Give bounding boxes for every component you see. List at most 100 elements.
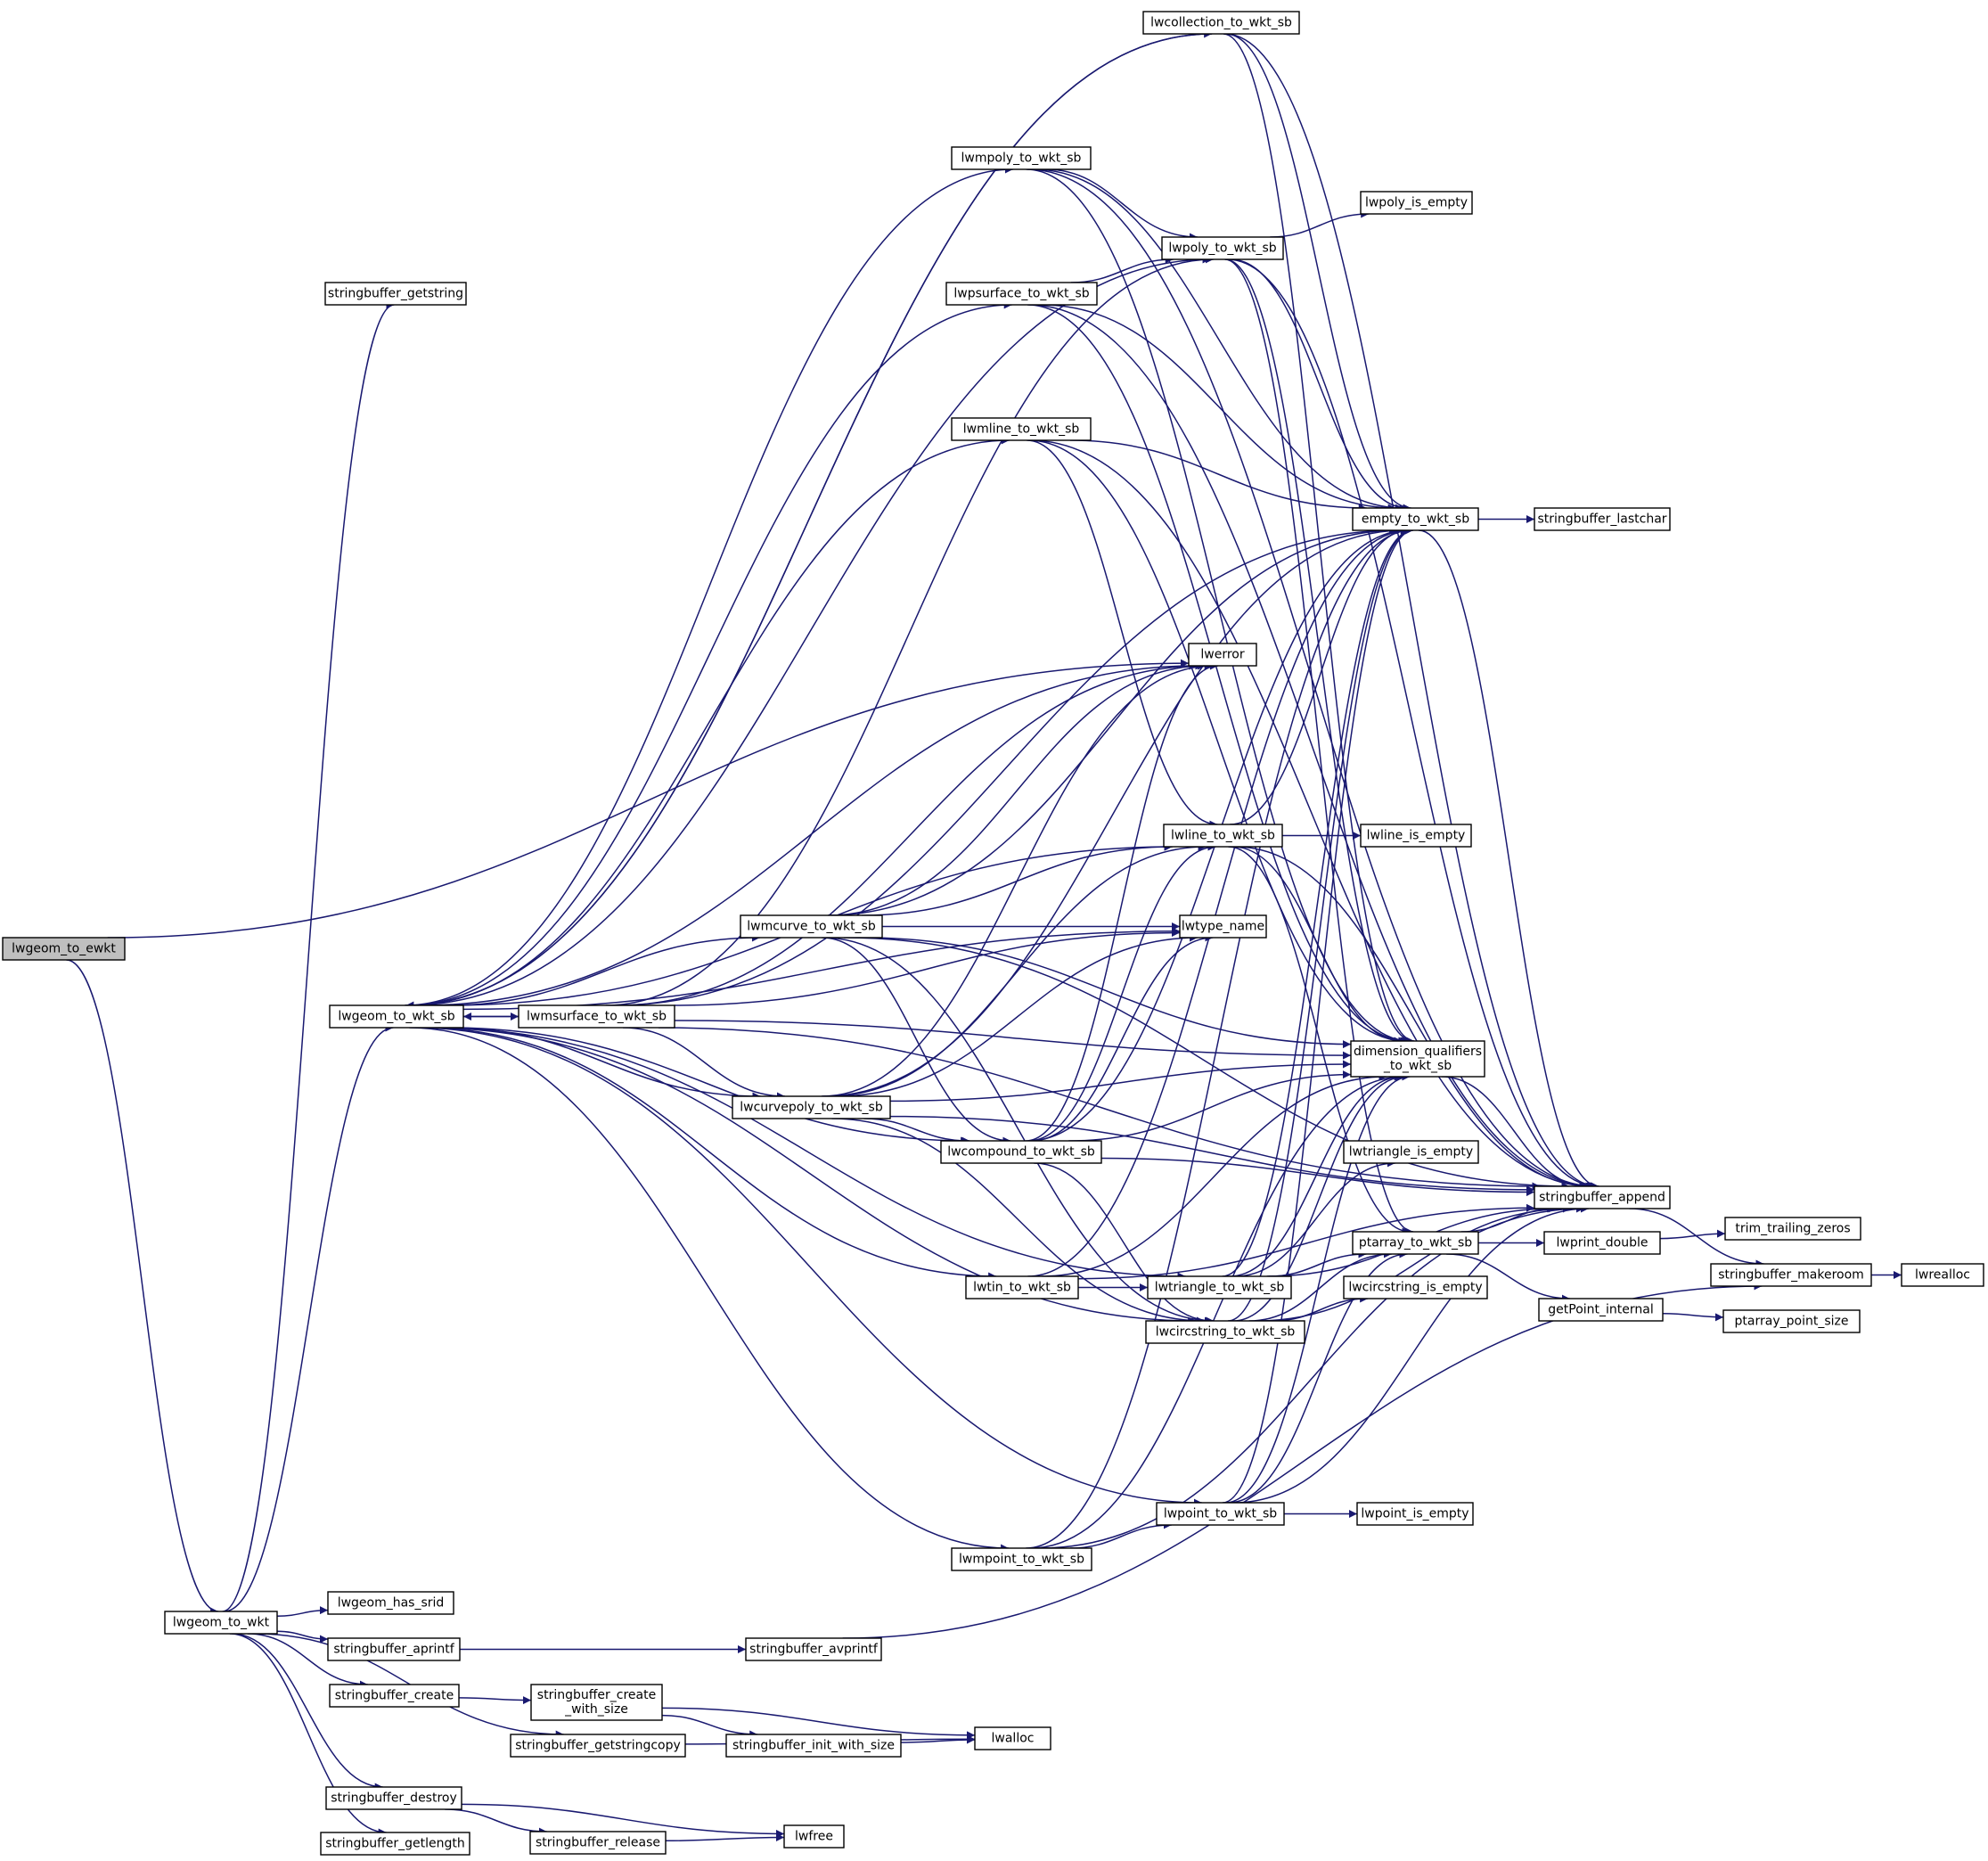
node-stringbuffer_getstringcopy[interactable]: stringbuffer_getstringcopy	[510, 1734, 686, 1758]
node-box	[530, 1684, 663, 1721]
edge-lwcompound_to_wkt_sb-to-lwerror	[1026, 661, 1218, 1142]
edge-lwline_to_wkt_sb-to-ptarray_to_wkt_sb	[1228, 846, 1411, 1236]
node-layer: lwgeom_to_ewkt lwgeom_to_wkt stringbuffer_…	[2, 11, 1984, 1856]
edge-lwpoly_to_wkt_sb-to-ptarray_to_wkt_sb	[1224, 258, 1414, 1236]
node-stringbuffer_aprintf[interactable]: stringbuffer_aprintf	[327, 1637, 461, 1661]
node-lwprint_double[interactable]: lwprint_double	[1543, 1231, 1661, 1255]
edge-lwmcurve_to_wkt_sb-to-lwerror	[828, 661, 1207, 916]
node-label: lwfree	[795, 1830, 833, 1844]
node-lwpoly_is_empty[interactable]: lwpoly_is_empty	[1360, 191, 1473, 215]
node-lwalloc[interactable]: lwalloc	[974, 1726, 1051, 1750]
node-lwmcurve_to_wkt_sb[interactable]: lwmcurve_to_wkt_sb	[740, 914, 883, 939]
edge-lwtin_to_wkt_sb-to-empty_to_wkt_sb	[1027, 526, 1411, 1277]
node-label: lwmpoly_to_wkt_sb	[961, 152, 1082, 166]
node-lwmline_to_wkt_sb[interactable]: lwmline_to_wkt_sb	[951, 417, 1092, 441]
edge-lwpoly_to_wkt_sb-to-lwpoly_is_empty	[1270, 209, 1370, 238]
node-stringbuffer_makeroom[interactable]: stringbuffer_makeroom	[1710, 1263, 1872, 1287]
edge-lwcurvepoly_to_wkt_sb-to-dimension_qualifiers_to_wkt_sb	[889, 1060, 1352, 1103]
node-box	[951, 417, 1092, 441]
node-dimension_qualifiers_to_wkt_sb[interactable]: dimension_qualifiers_to_wkt_sb	[1350, 1040, 1485, 1078]
node-stringbuffer_create[interactable]: stringbuffer_create	[329, 1684, 460, 1708]
edge-lwcurvepoly_to_wkt_sb-to-stringbuffer_append	[889, 1115, 1535, 1194]
edge-lwcompound_to_wkt_sb-to-lwcircstring_to_wkt_sb	[1034, 1162, 1213, 1325]
node-stringbuffer_lastchar[interactable]: stringbuffer_lastchar	[1534, 507, 1671, 531]
node-label: lwcollection_to_wkt_sb	[1150, 16, 1292, 30]
edge-lwpoly_to_wkt_sb-to-empty_to_wkt_sb	[1230, 258, 1408, 512]
edge-lwgeom_to_wkt-to-stringbuffer_destroy	[232, 1633, 383, 1791]
node-stringbuffer_init_with_size[interactable]: stringbuffer_init_with_size	[725, 1734, 902, 1758]
node-lwpoly_to_wkt_sb[interactable]: lwpoly_to_wkt_sb	[1161, 236, 1284, 260]
edge-lwcurvepoly_to_wkt_sb-to-empty_to_wkt_sb	[822, 526, 1404, 1097]
node-lwtin_to_wkt_sb[interactable]: lwtin_to_wkt_sb	[965, 1275, 1079, 1299]
node-getPoint_internal[interactable]: getPoint_internal	[1538, 1298, 1664, 1322]
node-trim_trailing_zeros[interactable]: trim_trailing_zeros	[1724, 1217, 1861, 1241]
node-stringbuffer_create_with_size[interactable]: stringbuffer_create_with_size	[530, 1684, 663, 1721]
node-stringbuffer_release[interactable]: stringbuffer_release	[529, 1831, 667, 1855]
node-lwgeom_to_ewkt[interactable]: lwgeom_to_ewkt	[2, 937, 126, 961]
node-empty_to_wkt_sb[interactable]: empty_to_wkt_sb	[1352, 507, 1479, 531]
node-box	[951, 146, 1092, 170]
node-label: lwmcurve_to_wkt_sb	[747, 920, 876, 934]
node-box	[1360, 191, 1473, 215]
node-lwcollection_to_wkt_sb[interactable]: lwcollection_to_wkt_sb	[1142, 11, 1300, 35]
node-lwline_is_empty[interactable]: lwline_is_empty	[1360, 824, 1472, 848]
node-box	[1360, 824, 1472, 848]
node-label: lwgeom_to_ewkt	[12, 942, 116, 956]
node-stringbuffer_avprintf[interactable]: stringbuffer_avprintf	[745, 1637, 882, 1661]
node-lwcompound_to_wkt_sb[interactable]: lwcompound_to_wkt_sb	[940, 1140, 1102, 1164]
node-box	[1722, 1309, 1861, 1333]
edge-lwcircstring_to_wkt_sb-to-lwcircstring_is_empty	[1272, 1294, 1369, 1322]
node-label: stringbuffer_release	[536, 1836, 660, 1850]
node-lwline_to_wkt_sb[interactable]: lwline_to_wkt_sb	[1163, 824, 1283, 848]
node-stringbuffer_destroy[interactable]: stringbuffer_destroy	[325, 1786, 462, 1810]
node-lwtriangle_is_empty[interactable]: lwtriangle_is_empty	[1343, 1140, 1479, 1164]
node-box	[1538, 1298, 1664, 1322]
node-lwgeom_to_wkt[interactable]: lwgeom_to_wkt	[164, 1611, 278, 1635]
edge-lwpsurface_to_wkt_sb-to-lwpoly_to_wkt_sb	[1070, 255, 1174, 283]
edge-lwmsurface_to_wkt_sb-to-stringbuffer_append	[658, 1027, 1541, 1191]
node-lwcircstring_is_empty[interactable]: lwcircstring_is_empty	[1343, 1275, 1488, 1299]
node-lwmpoint_to_wkt_sb[interactable]: lwmpoint_to_wkt_sb	[951, 1547, 1092, 1571]
node-stringbuffer_getlength[interactable]: stringbuffer_getlength	[320, 1832, 470, 1856]
node-lwpoint_is_empty[interactable]: lwpoint_is_empty	[1356, 1502, 1474, 1526]
edge-lwgeom_to_wkt_sb-to-lwtin_to_wkt_sb	[421, 1027, 997, 1281]
node-lwpoint_to_wkt_sb[interactable]: lwpoint_to_wkt_sb	[1156, 1502, 1285, 1526]
edge-lwcollection_to_wkt_sb-to-empty_to_wkt_sb	[1225, 33, 1411, 512]
edge-lwmline_to_wkt_sb-to-empty_to_wkt_sb	[1069, 439, 1367, 512]
node-lwtriangle_to_wkt_sb[interactable]: lwtriangle_to_wkt_sb	[1147, 1275, 1292, 1299]
node-label: stringbuffer_aprintf	[333, 1643, 454, 1657]
edge-lwgeom_to_wkt-to-stringbuffer_aprintf	[276, 1630, 329, 1644]
node-stringbuffer_append[interactable]: stringbuffer_append	[1534, 1185, 1671, 1209]
node-lwfree[interactable]: lwfree	[783, 1824, 845, 1849]
node-box	[965, 1275, 1079, 1299]
edge-lwpsurface_to_wkt_sb-to-dimension_qualifiers_to_wkt_sb	[1027, 304, 1409, 1045]
edge-lwgeom_to_wkt-to-stringbuffer_getlength	[229, 1633, 387, 1837]
node-label: stringbuffer_destroy	[331, 1791, 457, 1806]
edge-lwmcurve_to_wkt_sb-to-lwcompound_to_wkt_sb	[822, 937, 1011, 1145]
edge-lwgeom_to_wkt_sb-to-lwerror	[421, 661, 1198, 1006]
node-box	[783, 1824, 845, 1849]
node-box	[164, 1611, 278, 1635]
edge-lwmpoint_to_wkt_sb-to-lwpoint_to_wkt_sb	[1070, 1521, 1172, 1549]
edge-lwgeom_to_wkt-to-lwgeom_has_srid	[276, 1606, 329, 1617]
node-lwmsurface_to_wkt_sb[interactable]: lwmsurface_to_wkt_sb	[518, 1004, 675, 1029]
node-label: _with_size	[564, 1702, 628, 1717]
node-lwrealloc[interactable]: lwrealloc	[1901, 1263, 1984, 1287]
node-lwgeom_to_wkt_sb[interactable]: lwgeom_to_wkt_sb	[329, 1004, 464, 1029]
node-lwpsurface_to_wkt_sb[interactable]: lwpsurface_to_wkt_sb	[945, 282, 1098, 306]
edge-lwmpoly_to_wkt_sb-to-lwpoly_to_wkt_sb	[1045, 168, 1199, 242]
node-ptarray_to_wkt_sb[interactable]: ptarray_to_wkt_sb	[1352, 1231, 1479, 1255]
node-lwcurvepoly_to_wkt_sb[interactable]: lwcurvepoly_to_wkt_sb	[732, 1095, 891, 1119]
node-lwmpoly_to_wkt_sb[interactable]: lwmpoly_to_wkt_sb	[951, 146, 1092, 170]
node-lwcircstring_to_wkt_sb[interactable]: lwcircstring_to_wkt_sb	[1145, 1320, 1305, 1344]
node-lwtype_name[interactable]: lwtype_name	[1179, 914, 1267, 939]
edge-lwline_to_wkt_sb-to-empty_to_wkt_sb	[1230, 526, 1409, 825]
edge-lwpoint_to_wkt_sb-to-dimension_qualifiers_to_wkt_sb	[1224, 1072, 1411, 1504]
node-stringbuffer_getstring[interactable]: stringbuffer_getstring	[324, 282, 467, 306]
node-box	[518, 1004, 675, 1029]
node-lwgeom_has_srid[interactable]: lwgeom_has_srid	[327, 1591, 454, 1615]
edge-lwcurvepoly_to_wkt_sb-to-lwerror	[821, 661, 1213, 1097]
node-ptarray_point_size[interactable]: ptarray_point_size	[1722, 1309, 1861, 1333]
node-lwerror[interactable]: lwerror	[1188, 643, 1257, 667]
node-label: lwline_is_empty	[1367, 829, 1466, 843]
